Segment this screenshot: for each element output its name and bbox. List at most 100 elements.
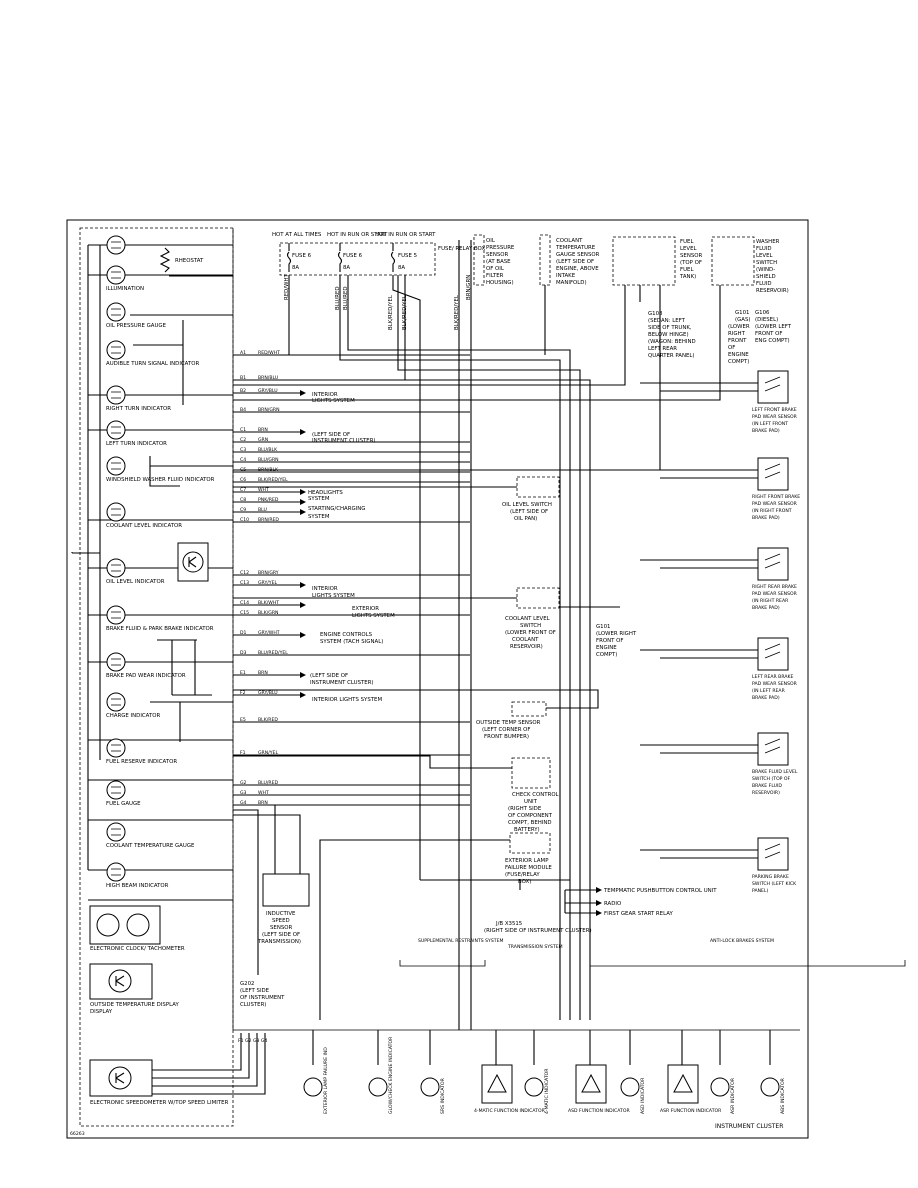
sensor-label: BRAKE PAD) — [752, 515, 780, 521]
svg-text:SWITCH: SWITCH — [756, 260, 777, 266]
sensor-label: (IN LEFT REAR — [752, 688, 786, 694]
sensor-label: PAD WEAR SENSOR — [752, 414, 798, 420]
wire-color: BLK/WHT — [258, 600, 279, 606]
svg-text:OF COMPONENT: OF COMPONENT — [508, 813, 553, 819]
pin-label: G3 — [240, 790, 247, 796]
output-tempmatic: TEMPMATIC PUSHBUTTON CONTROL UNIT — [603, 888, 717, 894]
fuse-1-rating: 8A — [292, 265, 299, 271]
arrow-icon — [300, 582, 306, 588]
fuse-3-name: FUSE 5 — [398, 253, 417, 259]
pin-label: C7 — [240, 487, 246, 493]
sensor-label: (IN RIGHT REAR — [752, 598, 789, 604]
component-label: FUEL GAUGE — [106, 801, 141, 807]
gauge-icon — [106, 265, 126, 285]
wire-color: WHT — [258, 487, 269, 493]
diagram-frame — [66, 219, 809, 1139]
indicator-label: 4-MATIC FUNCTION INDICATOR — [474, 1108, 546, 1114]
component-label: COOLANT TEMPERATURE GAUGE — [106, 843, 195, 849]
svg-text:SENSOR: SENSOR — [680, 253, 703, 259]
svg-text:HOUSING): HOUSING) — [486, 280, 514, 286]
pin-label: A1 — [240, 350, 246, 356]
outside-temp-label: OUTSIDE TEMPERATURE DISPLAY — [90, 1002, 179, 1008]
arrow-icon — [300, 390, 306, 396]
wire-color: BRN — [258, 800, 268, 806]
svg-text:G101: G101 — [735, 310, 749, 316]
component-label: BRAKE PAD WEAR INDICATOR — [106, 673, 186, 679]
svg-text:PRESSURE: PRESSURE — [486, 245, 515, 251]
svg-text:INTAKE: INTAKE — [556, 273, 576, 279]
sensor-label: RIGHT FRONT BRAKE — [752, 494, 800, 500]
svg-text:RIGHT: RIGHT — [728, 331, 746, 337]
wire-color: BRN/RED — [258, 517, 279, 523]
pin-label: C8 — [240, 497, 246, 503]
sensor-label: BRAKE PAD) — [752, 695, 780, 701]
sensor-label: SWITCH (LEFT KICK — [752, 881, 797, 887]
svg-text:FLUID: FLUID — [756, 281, 772, 287]
svg-text:(LEFT CORNER OF: (LEFT CORNER OF — [482, 727, 531, 733]
svg-text:(RIGHT SIDE: (RIGHT SIDE — [508, 806, 542, 812]
splice-location: (RIGHT SIDE OF INSTRUMENT CLUSTER) — [484, 928, 592, 934]
svg-text:LEVEL: LEVEL — [756, 253, 773, 259]
gauge-icon — [106, 822, 126, 842]
component-label: CHARGE INDICATOR — [106, 713, 160, 719]
wire-color: GRN — [258, 437, 268, 443]
pin-label: C1 — [240, 427, 246, 433]
arrow-icon — [300, 602, 306, 608]
svg-text:SIDE OF TRUNK,: SIDE OF TRUNK, — [648, 325, 692, 331]
gauge-icon — [106, 235, 126, 255]
indicator-icon — [710, 1077, 730, 1097]
gauge-icon — [106, 558, 126, 578]
svg-text:HEADLIGHTS: HEADLIGHTS — [308, 490, 343, 496]
svg-text:BLK/RED/YEL: BLK/RED/YEL — [388, 295, 394, 330]
arrow-icon — [300, 509, 306, 515]
svg-text:FRONT OF: FRONT OF — [755, 331, 782, 337]
svg-text:QUARTER PANEL): QUARTER PANEL) — [648, 353, 695, 359]
gauge-icon — [106, 692, 126, 712]
svg-text:MANIFOLD): MANIFOLD) — [556, 280, 587, 286]
arrow-icon — [300, 499, 306, 505]
svg-text:SWITCH: SWITCH — [520, 623, 541, 629]
svg-text:OF OIL: OF OIL — [486, 266, 504, 272]
svg-text:OIL LEVEL SWITCH: OIL LEVEL SWITCH — [502, 502, 552, 508]
sensor-label: RIGHT REAR BRAKE — [752, 584, 797, 590]
svg-text:FAILURE MODULE: FAILURE MODULE — [505, 865, 552, 871]
svg-text:ENGINE CONTROLS: ENGINE CONTROLS — [320, 632, 373, 638]
svg-text:COOLANT: COOLANT — [512, 637, 539, 643]
svg-text:(LEFT SIDE OF: (LEFT SIDE OF — [510, 509, 548, 515]
svg-text:(WIND-: (WIND- — [756, 267, 775, 273]
gauge-icon — [106, 862, 126, 882]
svg-text:BELOW HINGE): BELOW HINGE) — [648, 332, 689, 338]
svg-text:INTERIOR LIGHTS SYSTEM: INTERIOR LIGHTS SYSTEM — [312, 697, 382, 703]
output-first-gear: FIRST GEAR START RELAY — [604, 911, 673, 917]
fuse-feeds — [233, 240, 591, 1030]
cluster-internals — [71, 244, 233, 901]
sensor-label: BRAKE PAD) — [752, 428, 780, 434]
sensor-label: (IN RIGHT FRONT — [752, 508, 792, 514]
component-label: AUDIBLE TURN SIGNAL INDICATOR — [106, 361, 199, 367]
indicator-label: ASD FUNCTION INDICATOR — [568, 1108, 630, 1114]
svg-text:BLK/RED/YEL: BLK/RED/YEL — [454, 295, 460, 330]
svg-text:G106: G106 — [755, 310, 770, 316]
svg-text:SYSTEM (TACH SIGNAL): SYSTEM (TACH SIGNAL) — [320, 639, 383, 645]
fuse-1-name: FUSE 6 — [292, 253, 312, 259]
svg-text:(FUSE/RELAY: (FUSE/RELAY — [505, 872, 540, 878]
svg-text:COMPT): COMPT) — [596, 652, 617, 658]
svg-text:(LOWER RIGHT: (LOWER RIGHT — [596, 631, 637, 637]
svg-text:FLUID: FLUID — [756, 246, 772, 252]
svg-text:SYSTEM: SYSTEM — [308, 496, 330, 502]
sensor-box — [757, 637, 789, 671]
gauge-icon — [106, 456, 126, 476]
wire-color: BRN — [258, 427, 268, 433]
footer-label: INSTRUMENT CLUSTER — [715, 1123, 783, 1130]
arrow-icon — [300, 672, 306, 678]
svg-text:INTERIOR: INTERIOR — [312, 392, 338, 398]
component-label: OIL LEVEL INDICATOR — [106, 579, 165, 585]
component-label: OIL PRESSURE GAUGE — [106, 323, 167, 329]
svg-text:WASHER: WASHER — [756, 239, 780, 245]
component-label: WINDSHIELD WASHER FLUID INDICATOR — [106, 477, 215, 483]
